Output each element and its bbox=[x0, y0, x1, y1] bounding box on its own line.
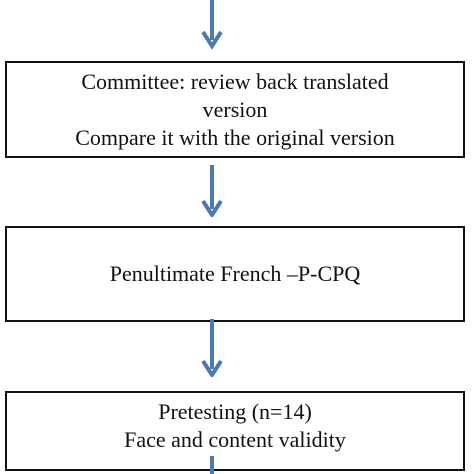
flow-arrow-1-to-2 bbox=[200, 165, 224, 217]
flow-step-text: Pretesting (n=14) bbox=[158, 399, 312, 424]
flow-arrow-top bbox=[200, 0, 224, 50]
flow-step-text: Penultimate French –P-CPQ bbox=[109, 261, 361, 286]
flow-arrow-bottom bbox=[200, 456, 224, 474]
flow-step-text: Compare it with the original version bbox=[75, 124, 395, 150]
flow-step-text: version bbox=[202, 96, 268, 122]
flow-step-text: Face and content validity bbox=[124, 427, 346, 452]
flow-step-text: Committee: review back translated bbox=[81, 68, 389, 94]
flow-step-committee: Committee: review back translated versio… bbox=[5, 61, 465, 158]
flow-step-penultimate: Penultimate French –P-CPQ bbox=[5, 226, 465, 322]
flow-arrow-2-to-3 bbox=[200, 319, 224, 377]
flow-step-pretesting: Pretesting (n=14) Face and content valid… bbox=[5, 391, 465, 471]
